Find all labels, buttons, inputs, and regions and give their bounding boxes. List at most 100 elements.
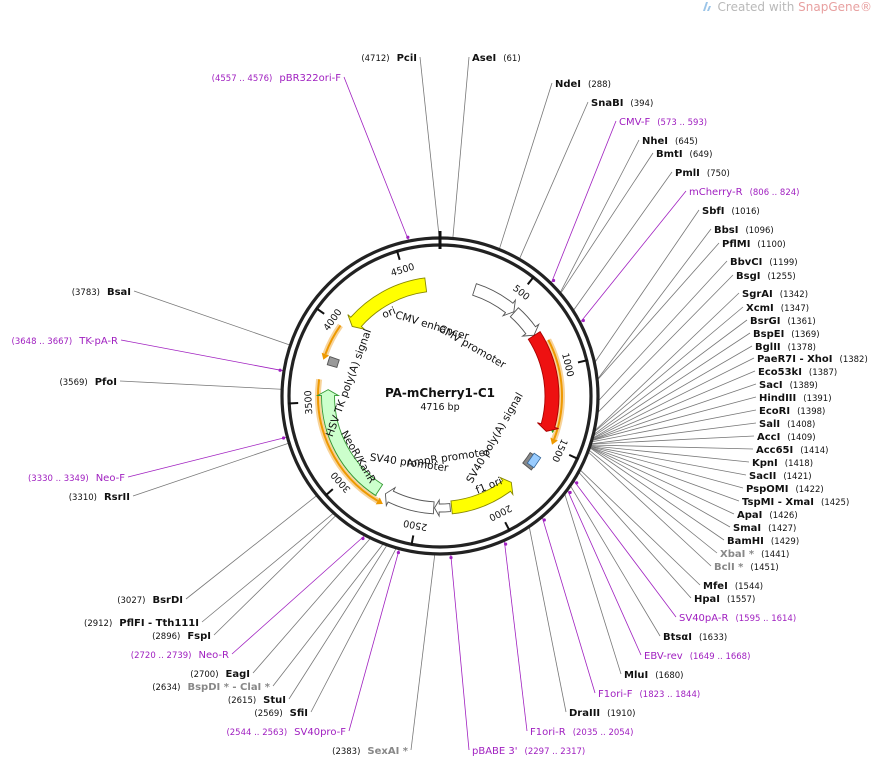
label-name: SbfI bbox=[702, 206, 724, 217]
label-pos: (1418) bbox=[785, 459, 813, 469]
feature-f1-ori bbox=[450, 476, 514, 515]
primer-site-mark bbox=[504, 542, 508, 546]
leader-line bbox=[567, 490, 642, 656]
label-name: BamHI bbox=[727, 536, 764, 547]
label-name: SacI bbox=[759, 380, 783, 391]
label-pos: (1823 .. 1844) bbox=[639, 690, 700, 700]
label-name: mCherry-R bbox=[689, 187, 743, 198]
label-name: PflMI bbox=[722, 239, 750, 250]
label-name: CMV-F bbox=[619, 117, 650, 128]
label-name: ApaI bbox=[737, 510, 762, 521]
label-name: MfeI bbox=[703, 581, 728, 592]
leader-line bbox=[594, 319, 748, 435]
label-pos: (1408) bbox=[787, 420, 815, 430]
primer-site-mark bbox=[361, 536, 365, 541]
leader-line bbox=[590, 445, 750, 463]
leader-line bbox=[593, 357, 755, 439]
leader-line bbox=[591, 422, 757, 445]
label-smai: SmaI(1427) bbox=[733, 523, 796, 534]
label-name: MluI bbox=[624, 670, 648, 681]
label-sgrai: SgrAI (1342) bbox=[742, 289, 808, 300]
leader-line bbox=[592, 396, 757, 441]
label-bmti: BmtI(649) bbox=[656, 149, 712, 160]
label-pos: (1389) bbox=[790, 381, 818, 391]
label-draiii: DraIII(1910) bbox=[569, 708, 635, 719]
label-pos: (4712) bbox=[361, 54, 389, 64]
label-eco53ki: Eco53kI(1387) bbox=[758, 367, 837, 378]
label-bsrdi: (3027)BsrDI bbox=[117, 595, 183, 606]
label-eagi: (2700)EagI bbox=[190, 669, 250, 680]
label-pos: (1414) bbox=[800, 446, 828, 456]
label-ndei: NdeI(288) bbox=[555, 79, 611, 90]
label-pos: (2035 .. 2054) bbox=[573, 728, 634, 738]
primer-site-mark bbox=[396, 550, 400, 555]
primer-site-mark bbox=[281, 436, 286, 440]
label-pos: (1342) bbox=[780, 290, 808, 300]
label-name: BspDI * - ClaI * bbox=[187, 682, 270, 693]
leader-line bbox=[590, 447, 725, 541]
label-name: TK-pA-R bbox=[78, 336, 118, 347]
label-pos: (2912) bbox=[84, 619, 112, 629]
leader-line bbox=[590, 446, 740, 502]
feature-label: ori bbox=[380, 305, 397, 321]
label-name: HindIII bbox=[759, 393, 796, 404]
label-name: BbsI bbox=[714, 225, 738, 236]
leader-line bbox=[528, 527, 567, 713]
label-pos: (1557) bbox=[727, 595, 755, 605]
tick-mark bbox=[568, 453, 579, 460]
feature-sv40-promoter bbox=[384, 486, 435, 515]
label-bspdi-clai: (2634)BspDI * - ClaI * bbox=[152, 682, 271, 693]
leader-line bbox=[578, 472, 692, 599]
label-bts-i: BtsαI (1633) bbox=[663, 632, 727, 643]
primer-site-mark bbox=[278, 368, 282, 372]
label-pos: (1361) bbox=[787, 317, 815, 327]
label-name: XcmI bbox=[746, 303, 774, 314]
tick-mark bbox=[395, 249, 401, 261]
label-pos: (2297 .. 2317) bbox=[525, 747, 586, 757]
label-name: PflFI - Tth111I bbox=[119, 618, 199, 629]
label-pos: (750) bbox=[707, 169, 730, 179]
label-name: BtsαI bbox=[663, 632, 692, 643]
leader-line bbox=[201, 513, 334, 623]
leader-line bbox=[310, 548, 397, 713]
leader-line bbox=[252, 538, 371, 674]
leader-line bbox=[594, 306, 744, 432]
watermark-brand: SnapGene® bbox=[798, 0, 872, 14]
label-name: SgrAI bbox=[742, 289, 773, 300]
label-name: AseI bbox=[472, 53, 496, 64]
label-tspmi-xmai: TspMI - XmaI(1425) bbox=[742, 497, 849, 508]
feature-ori bbox=[347, 277, 428, 330]
label-pos: (1429) bbox=[771, 537, 799, 547]
primer-site-mark bbox=[551, 278, 556, 283]
label-name: NdeI bbox=[555, 79, 581, 90]
label-name: EcoRI bbox=[759, 406, 790, 417]
label-pos: (1378) bbox=[788, 343, 816, 353]
label-pos: (2569) bbox=[254, 709, 282, 719]
label-name: SV40pro-F bbox=[294, 727, 346, 738]
leader-line bbox=[185, 495, 317, 600]
label-pos: (1016) bbox=[731, 207, 759, 217]
label-sv40pro-f: (2544 .. 2563)SV40pro-F bbox=[226, 727, 346, 738]
leader-line bbox=[598, 260, 728, 401]
tick-label: 2500 bbox=[402, 517, 428, 532]
label-tk-pa-r: (3648 .. 3667)TK-pA-R bbox=[12, 336, 119, 347]
primer-arc-head bbox=[550, 437, 558, 445]
label-name: SnaBI bbox=[591, 98, 623, 109]
label-neo-f: (3330 .. 3349)Neo-F bbox=[28, 473, 125, 484]
label-pos: (1633) bbox=[699, 633, 727, 643]
primer-arc-head bbox=[375, 497, 383, 505]
leader-line bbox=[593, 332, 751, 437]
label-name: BspEI bbox=[753, 329, 784, 340]
label-ebv-rev: EBV-rev(1649 .. 1668) bbox=[644, 651, 750, 662]
tick-label: 500 bbox=[510, 283, 531, 303]
primer-arc-head bbox=[321, 352, 330, 360]
label-name: EagI bbox=[226, 669, 250, 680]
label-name: PfoI bbox=[95, 377, 117, 388]
label-bamhi: BamHI (1429) bbox=[727, 536, 799, 547]
label-name: BsgI bbox=[736, 271, 760, 282]
leader-line bbox=[573, 171, 673, 311]
label-pos: (1544) bbox=[735, 582, 763, 592]
leader-line bbox=[551, 120, 617, 283]
label-pos: (3310) bbox=[69, 493, 97, 503]
label-pos: (1096) bbox=[745, 226, 773, 236]
